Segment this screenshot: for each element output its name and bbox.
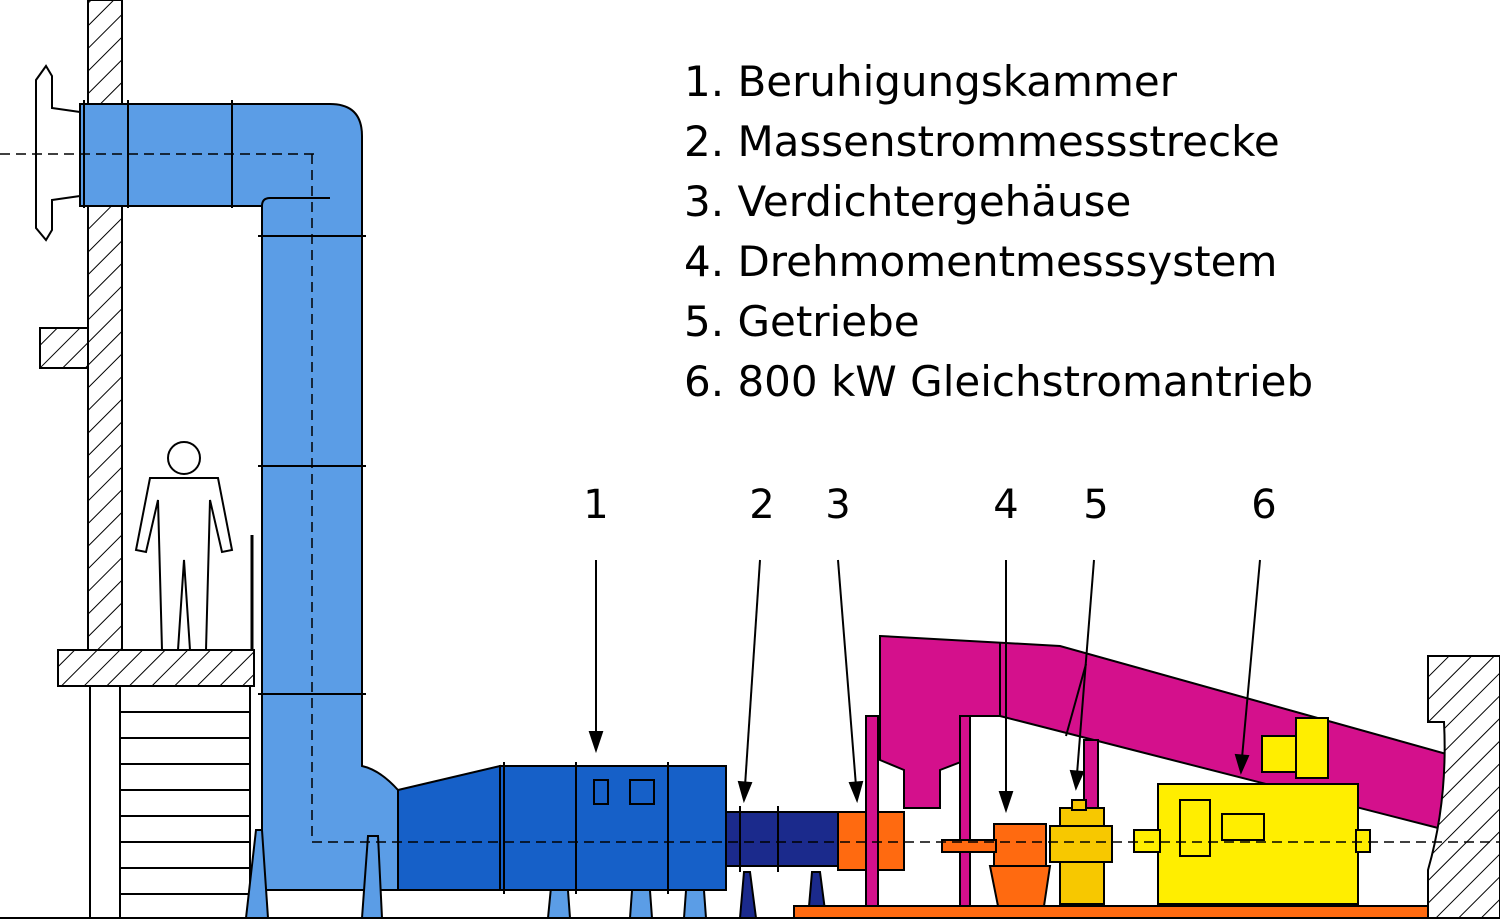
- callout-1: 1: [583, 482, 609, 528]
- person-silhouette-icon: [134, 441, 234, 651]
- gearbox: [1049, 799, 1113, 905]
- callout-4: 4: [993, 482, 1019, 528]
- callout-2: 2: [749, 482, 775, 528]
- legend-list: 1. Beruhigungskammer 2. Massenstrommesss…: [684, 52, 1313, 412]
- intake-bellmouth: [35, 64, 81, 242]
- callout-3: 3: [825, 482, 851, 528]
- torque-measuring-system: [941, 823, 1052, 907]
- legend-item: 3. Verdichtergehäuse: [684, 177, 1132, 226]
- settling-chamber: [397, 762, 727, 894]
- dc-drive-motor: [1133, 717, 1371, 905]
- legend-item: 2. Massenstrommessstrecke: [684, 117, 1280, 166]
- right-wall: [1427, 655, 1500, 919]
- stairs: [119, 685, 251, 919]
- callout-5: 5: [1083, 482, 1109, 528]
- legend-item: 1. Beruhigungskammer: [684, 57, 1177, 106]
- legend-item: 4. Drehmomentmesssystem: [684, 237, 1278, 286]
- callout-arrows: [588, 559, 1261, 814]
- mass-flow-section: [725, 806, 839, 919]
- callout-6: 6: [1251, 482, 1277, 528]
- base-frame: [793, 905, 1499, 919]
- legend-item: 5. Getriebe: [684, 297, 920, 346]
- intake-duct: [79, 100, 399, 891]
- legend-item: 6. 800 kW Gleichstromantrieb: [684, 357, 1314, 406]
